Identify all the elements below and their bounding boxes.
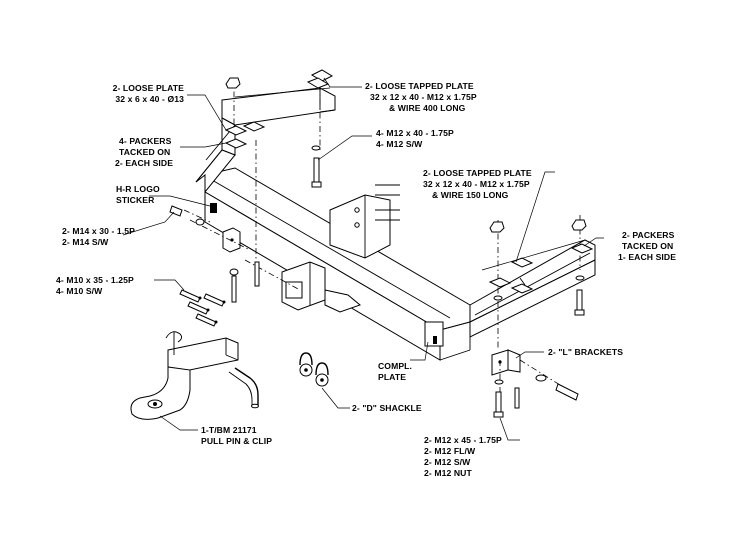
svg-text:2- M12 FL/W: 2- M12 FL/W (424, 446, 476, 456)
svg-text:PLATE: PLATE (378, 372, 406, 382)
d-shackles (299, 352, 329, 387)
svg-text:32 x 12 x 40 - M12 x 1.75P: 32 x 12 x 40 - M12 x 1.75P (370, 92, 477, 102)
hitch-receiver (281, 184, 400, 313)
callout-l-brackets: 2- "L" BRACKETS (548, 347, 623, 357)
svg-text:1- EACH SIDE: 1- EACH SIDE (618, 252, 676, 262)
callout-bolts-m14: 2- M14 x 30 - 1.5P 2- M14 S/W (62, 226, 135, 247)
svg-text:STICKER: STICKER (116, 195, 155, 205)
svg-text:2- PACKERS: 2- PACKERS (622, 230, 675, 240)
svg-text:& WIRE 400 LONG: & WIRE 400 LONG (389, 103, 466, 113)
svg-text:4- M10 S/W: 4- M10 S/W (56, 286, 103, 296)
svg-text:2- M12 NUT: 2- M12 NUT (424, 468, 472, 478)
svg-text:COMPL.: COMPL. (378, 361, 412, 371)
svg-text:2- M12 x 45 - 1.75P: 2- M12 x 45 - 1.75P (424, 435, 502, 445)
callout-bolts-m12-45: 2- M12 x 45 - 1.75P 2- M12 FL/W 2- M12 S… (424, 435, 502, 478)
right-chassis-arm (469, 239, 596, 338)
compl-plate (424, 321, 444, 347)
svg-text:4- M12 S/W: 4- M12 S/W (376, 139, 423, 149)
leader-lines (122, 77, 604, 441)
callout-compl-plate: COMPL. PLATE (378, 361, 412, 382)
svg-text:4- M10 x 35 - 1.25P: 4- M10 x 35 - 1.25P (56, 275, 134, 285)
svg-text:2- LOOSE TAPPED PLATE: 2- LOOSE TAPPED PLATE (423, 168, 532, 178)
callout-loose-tapped-plate-top: 2- LOOSE TAPPED PLATE 32 x 12 x 40 - M12… (365, 81, 477, 113)
loose-plates (224, 69, 594, 294)
svg-text:1-T/BM 21171: 1-T/BM 21171 (201, 425, 257, 435)
hr-logo-sticker (210, 203, 217, 213)
callout-d-shackle: 2- "D" SHACKLE (352, 403, 422, 413)
svg-text:2- M14 S/W: 2- M14 S/W (62, 237, 109, 247)
svg-text:2- "L" BRACKETS: 2- "L" BRACKETS (548, 347, 623, 357)
svg-text:2- M14 x 30 - 1.5P: 2- M14 x 30 - 1.5P (62, 226, 135, 236)
bolts (169, 157, 585, 418)
callout-bolts-m12-40: 4- M12 x 40 - 1.75P 4- M12 S/W (376, 128, 454, 149)
callout-loose-plate-left: 2- LOOSE PLATE 32 x 6 x 40 - Ø13 (113, 83, 185, 104)
svg-text:2- "D" SHACKLE: 2- "D" SHACKLE (352, 403, 422, 413)
nuts-and-washers (195, 77, 587, 385)
tow-ball-mount (130, 331, 259, 420)
svg-text:32 x 6 x 40 - Ø13: 32 x 6 x 40 - Ø13 (115, 94, 184, 104)
main-cross-member (204, 167, 471, 361)
svg-text:4- M12 x 40 - 1.75P: 4- M12 x 40 - 1.75P (376, 128, 454, 138)
callout-packers-left: 4- PACKERS TACKED ON 2- EACH SIDE (115, 136, 173, 168)
svg-text:2- LOOSE TAPPED PLATE: 2- LOOSE TAPPED PLATE (365, 81, 474, 91)
svg-text:H-R LOGO: H-R LOGO (116, 184, 160, 194)
svg-text:& WIRE 150 LONG: & WIRE 150 LONG (432, 190, 509, 200)
svg-text:PULL PIN & CLIP: PULL PIN & CLIP (201, 436, 272, 446)
callout-loose-tapped-plate-right: 2- LOOSE TAPPED PLATE 32 x 12 x 40 - M12… (423, 168, 532, 200)
svg-text:TACKED ON: TACKED ON (119, 147, 170, 157)
svg-text:4- PACKERS: 4- PACKERS (119, 136, 172, 146)
svg-text:2- M12 S/W: 2- M12 S/W (424, 457, 471, 467)
callout-hr-logo: H-R LOGO STICKER (116, 184, 160, 205)
svg-text:TACKED ON: TACKED ON (622, 241, 673, 251)
callout-bolts-m10: 4- M10 x 35 - 1.25P 4- M10 S/W (56, 275, 134, 296)
svg-text:2- EACH SIDE: 2- EACH SIDE (115, 158, 173, 168)
callout-packers-right: 2- PACKERS TACKED ON 1- EACH SIDE (618, 230, 676, 262)
callout-tow-ball-mount: 1-T/BM 21171 PULL PIN & CLIP (201, 425, 272, 446)
svg-text:2- LOOSE PLATE: 2- LOOSE PLATE (113, 83, 185, 93)
svg-text:32 x 12 x 40 - M12 x 1.75P: 32 x 12 x 40 - M12 x 1.75P (423, 179, 530, 189)
